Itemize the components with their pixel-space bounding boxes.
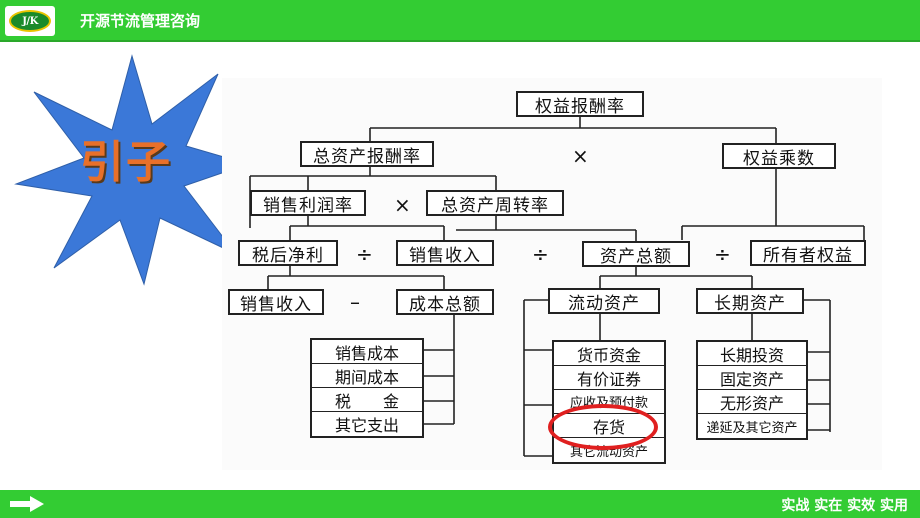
node-net-profit-margin: 销售利润率 (250, 190, 366, 216)
cost-items-list: 销售成本 期间成本 税 金 其它支出 (310, 338, 424, 438)
starburst-shape (14, 54, 250, 286)
node-after-tax-profit: 税后净利 (238, 240, 338, 266)
list-item: 税 金 (312, 388, 422, 412)
node-equity-multiplier: 权益乘数 (722, 143, 836, 169)
footer-slogan: 实战 实在 实效 实用 (781, 498, 908, 514)
list-item: 长期投资 (698, 342, 806, 366)
list-item: 货币资金 (554, 342, 664, 366)
header-title: 开源节流管理咨询 (80, 12, 201, 30)
header-bar: J/K 开源节流管理咨询 (0, 0, 920, 42)
node-owners-equity: 所有者权益 (750, 240, 866, 266)
node-asset-turnover: 总资产周转率 (426, 190, 564, 216)
operator-divide-1: ÷ (356, 242, 373, 266)
operator-times-1: × (572, 144, 589, 168)
operator-times-2: × (394, 193, 411, 217)
node-total-cost: 成本总额 (396, 289, 494, 315)
node-sales-revenue-2: 销售收入 (228, 289, 324, 315)
node-total-assets: 资产总额 (582, 241, 690, 267)
list-item: 其它支出 (334, 416, 399, 435)
node-long-term-assets: 长期资产 (696, 288, 804, 314)
list-item: 销售成本 (312, 340, 422, 364)
long-term-assets-list: 长期投资 固定资产 无形资产 递延及其它资产 (696, 340, 808, 440)
operator-minus: – (350, 290, 360, 314)
logo-mark: J/K (9, 10, 51, 32)
arrow-right-icon[interactable] (10, 496, 44, 512)
list-item: 期间成本 (312, 364, 422, 388)
company-logo: J/K (5, 6, 55, 36)
star-label: 引子 (80, 137, 172, 188)
inventory-highlight-circle (548, 404, 658, 450)
node-sales-revenue: 销售收入 (396, 240, 494, 266)
node-return-on-equity: 权益报酬率 (516, 91, 644, 117)
node-return-on-assets: 总资产报酬率 (300, 141, 434, 167)
operator-divide-2: ÷ (532, 242, 549, 266)
list-item: 固定资产 (698, 366, 806, 390)
list-item: 无形资产 (698, 390, 806, 414)
list-item: 递延及其它资产 (706, 420, 798, 436)
node-current-assets: 流动资产 (548, 288, 660, 314)
operator-divide-3: ÷ (714, 242, 731, 266)
footer-bar: 实战 实在 实效 实用 (0, 490, 920, 518)
list-item: 有价证券 (554, 366, 664, 390)
